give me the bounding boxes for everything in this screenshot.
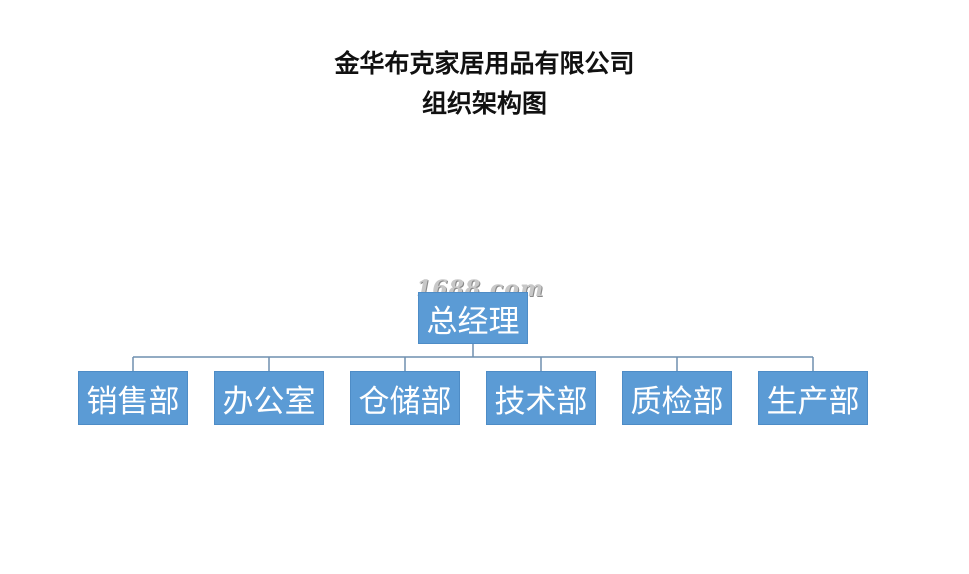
node-qc-dept: 质检部	[622, 371, 732, 425]
node-general-manager: 总经理	[418, 292, 528, 344]
node-office: 办公室	[214, 371, 324, 425]
chart-subtitle: 组织架构图	[421, 89, 547, 118]
node-sales-dept: 销售部	[78, 371, 188, 425]
chart-title: 金华布克家居用品有限公司	[334, 49, 635, 78]
node-production-dept: 生产部	[758, 371, 868, 425]
node-warehouse-dept: 仓储部	[350, 371, 460, 425]
node-tech-dept: 技术部	[486, 371, 596, 425]
